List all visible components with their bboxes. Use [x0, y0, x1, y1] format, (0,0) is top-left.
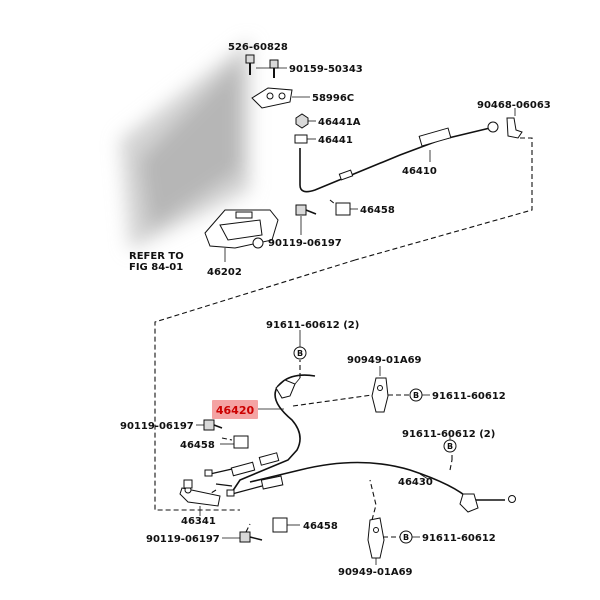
label-90119-06197-mid: 90119-06197 — [120, 421, 194, 432]
label-90119-06197-top: 90119-06197 — [268, 238, 342, 249]
label-46458-mid: 46458 — [180, 440, 215, 451]
highlight-46420[interactable]: 46420 — [212, 400, 284, 419]
highlight-box — [212, 400, 258, 419]
bolt-90119-06197-top — [295, 204, 317, 216]
label-91611-60612-d: 91611-60612 — [422, 533, 496, 544]
upper-assembly — [204, 54, 533, 262]
label-90468-06063: 90468-06063 — [477, 100, 551, 111]
clip-46458-top — [335, 202, 358, 216]
clip-46441 — [294, 134, 308, 144]
callout-b-1: B — [293, 330, 307, 360]
clip-46458-mid — [221, 435, 249, 449]
bracket-58996c — [251, 87, 293, 109]
label-46410: 46410 — [402, 166, 437, 177]
svg-text:B: B — [413, 391, 419, 400]
lower-assembly: B B B B — [179, 330, 516, 565]
label-91611-60612-2-c: 91611-60612 (2) — [402, 429, 495, 440]
label-refer-line2: FIG 84-01 — [129, 262, 183, 273]
label-90949-01a69-top: 90949-01A69 — [347, 355, 422, 366]
label-46441a: 46441A — [318, 117, 361, 128]
boundary-dash-left — [154, 259, 356, 511]
label-526-60828: 526-60828 — [228, 42, 288, 53]
label-90119-06197-low: 90119-06197 — [146, 534, 220, 545]
label-46458-top: 46458 — [360, 205, 395, 216]
label-46441: 46441 — [318, 135, 353, 146]
bolt-upper — [269, 59, 279, 78]
cable-46410 — [299, 121, 499, 193]
bracket-90949-01a69-low — [367, 517, 385, 559]
cable-46420 — [204, 374, 316, 493]
svg-text:B: B — [447, 442, 453, 451]
obscured-region — [120, 40, 250, 250]
svg-text:B: B — [297, 349, 303, 358]
clip-90468-06063 — [506, 117, 523, 139]
bracket-90949-01a69-top — [371, 377, 389, 413]
label-90159-50343: 90159-50343 — [289, 64, 363, 75]
label-46341: 46341 — [181, 516, 216, 527]
label-46202: 46202 — [207, 267, 242, 278]
bolt-90119-06197-mid — [203, 419, 223, 431]
bracket-46341 — [179, 479, 221, 507]
nut-46441a — [295, 113, 309, 129]
label-58996c: 58996C — [312, 93, 354, 104]
bolt-90159-50343 — [245, 54, 255, 75]
label-91611-60612-2-a: 91611-60612 (2) — [266, 320, 359, 331]
label-90949-01a69-low: 90949-01A69 — [338, 567, 413, 578]
cable-46430 — [226, 461, 516, 513]
callout-b-4: B — [399, 530, 420, 544]
label-91611-60612-b: 91611-60612 — [432, 391, 506, 402]
label-46430: 46430 — [398, 477, 433, 488]
label-46420: 46420 — [216, 404, 255, 417]
svg-text:B: B — [403, 533, 409, 542]
label-46458-low: 46458 — [303, 521, 338, 532]
clip-46458-low — [272, 517, 288, 533]
label-refer-line1: REFER TO — [129, 251, 184, 262]
callout-b-2: B — [409, 388, 430, 402]
lever-housing-46202 — [204, 209, 279, 249]
bolt-90119-06197-low — [239, 523, 263, 543]
callout-b-3: B — [443, 432, 457, 453]
labels: 526-60828 90159-50343 58996C 46441A 4644… — [120, 42, 551, 578]
